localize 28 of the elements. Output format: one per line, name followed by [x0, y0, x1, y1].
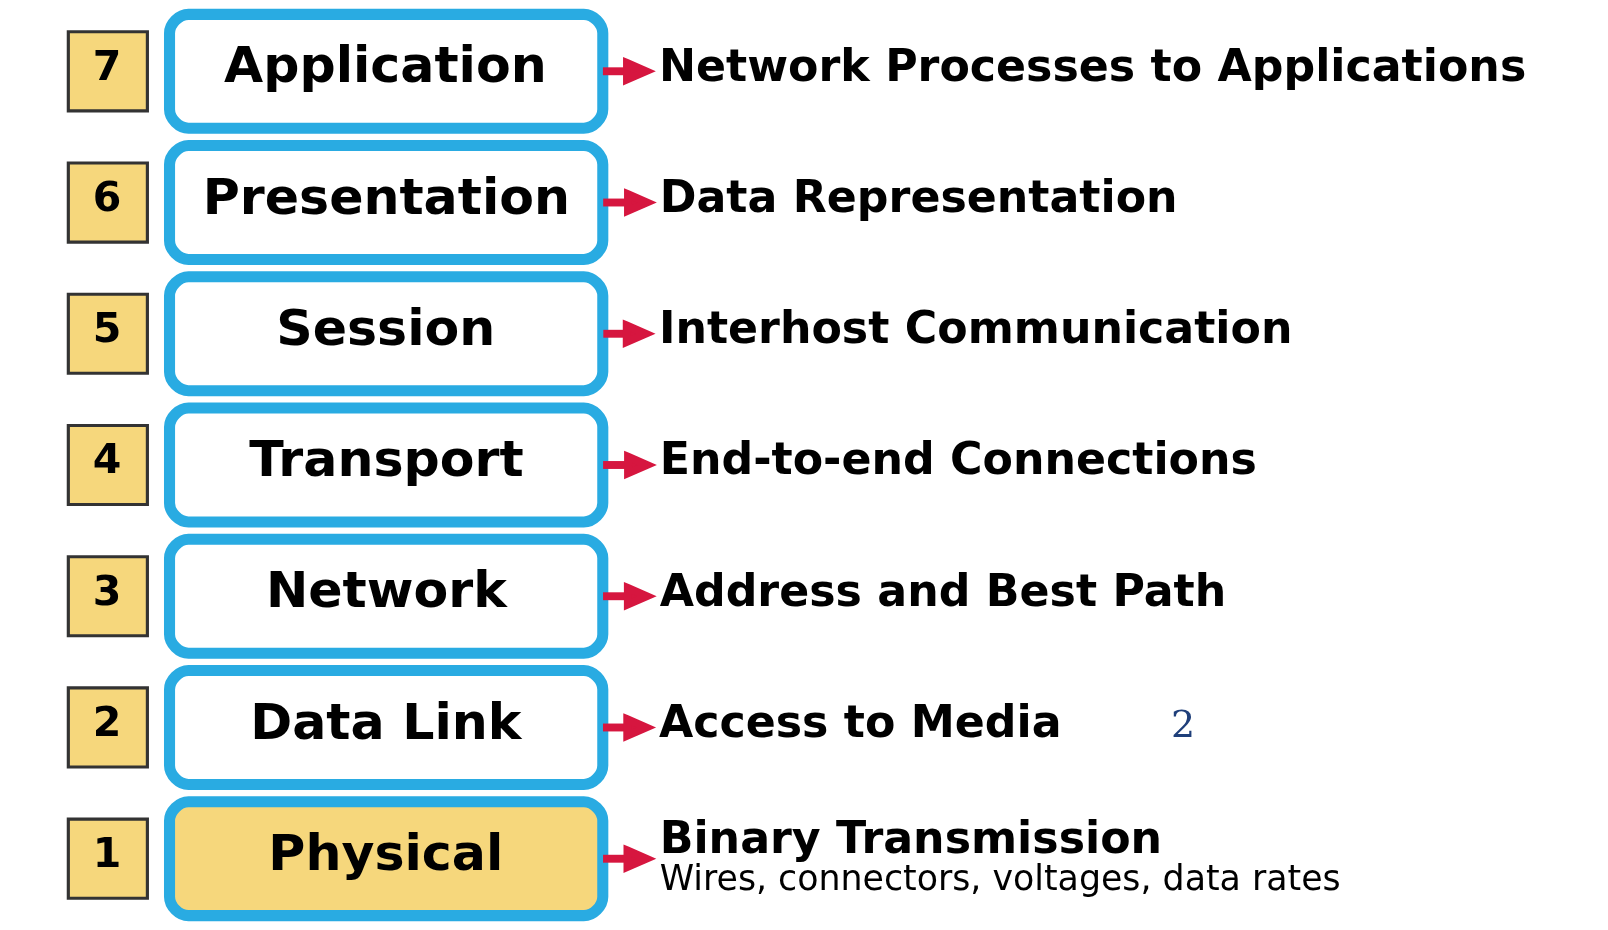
arrow: [603, 188, 657, 217]
node-text: Access to Media: [658, 695, 1062, 747]
node-box: Presentation: [164, 140, 609, 265]
node-text: Address and Best Path: [659, 564, 1227, 616]
arrow: [603, 450, 657, 480]
node-text: End-to-end Connections: [659, 433, 1257, 485]
node-box: Network: [164, 533, 609, 659]
node-text: Interhost Communication: [658, 302, 1293, 354]
node-text: Network Processes to Applications: [658, 39, 1527, 91]
node-box: 2: [66, 686, 149, 769]
arrow: [603, 844, 657, 874]
arrow: [603, 581, 657, 611]
node-box: 6: [66, 161, 149, 244]
node-text: Data Representation: [659, 170, 1178, 222]
node-box: 1: [66, 817, 149, 900]
node-box: 3: [66, 555, 149, 638]
arrow: [602, 713, 657, 742]
node-box: Session: [164, 271, 609, 397]
node-box: Transport: [164, 402, 609, 528]
node-box: 7: [66, 30, 149, 113]
node-box: 4: [66, 423, 149, 507]
label: 2: [1171, 702, 1196, 747]
node-box: Data Link: [164, 665, 609, 790]
arrow: [603, 319, 656, 349]
node-box: Physical: [164, 796, 609, 922]
node-box: Application: [164, 8, 609, 134]
node-box: 5: [66, 292, 149, 375]
arrow: [602, 56, 656, 86]
